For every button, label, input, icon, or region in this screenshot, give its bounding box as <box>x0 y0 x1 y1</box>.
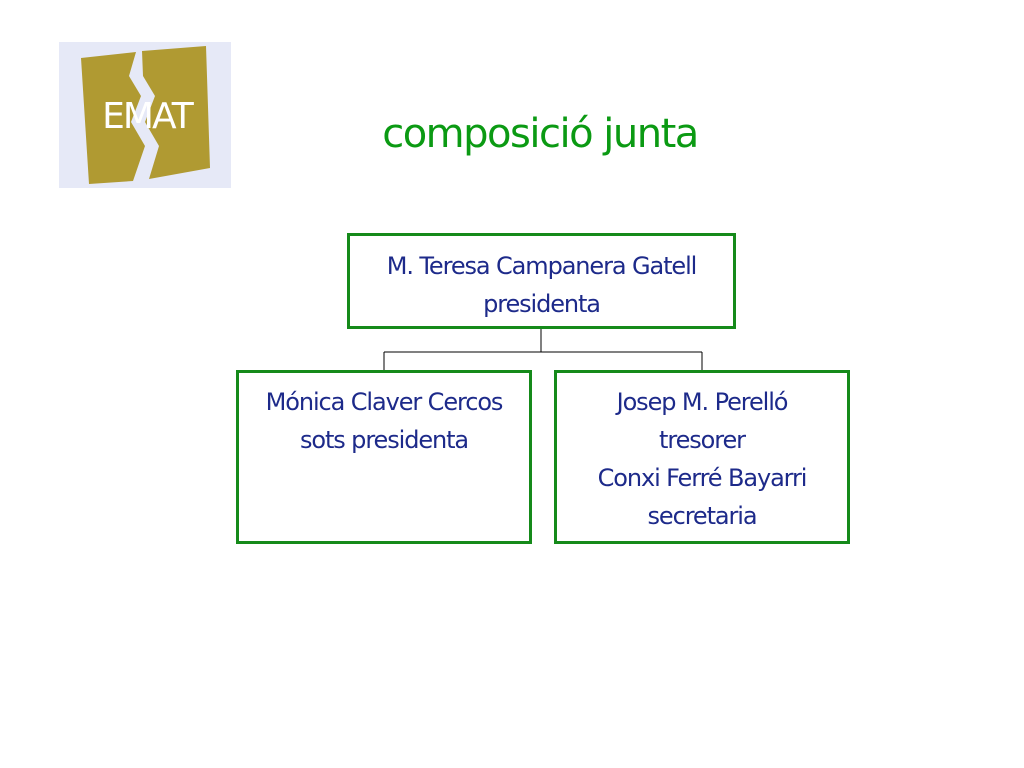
page-title: composició junta <box>382 111 699 157</box>
emat-logo: EMAT <box>59 42 231 188</box>
node-role: tresorer <box>659 426 746 454</box>
node-name: M. Teresa Campanera Gatell <box>386 252 698 280</box>
node-role: presidenta <box>483 290 601 318</box>
org-node-vice-president: Mónica Claver Cercos sots presidenta <box>236 370 532 544</box>
node-name-2: Conxi Ferré Bayarri <box>597 464 808 492</box>
org-node-president: M. Teresa Campanera Gatell presidenta <box>347 233 736 329</box>
node-role: sots presidenta <box>299 426 469 454</box>
node-name: Josep M. Perelló <box>616 388 789 416</box>
org-node-treasurer-secretary: Josep M. Perelló tresorer Conxi Ferré Ba… <box>554 370 850 544</box>
emat-logo-graphic: EMAT <box>59 42 231 188</box>
node-role-2: secretaria <box>647 502 758 530</box>
node-name: Mónica Claver Cercos <box>265 388 504 416</box>
logo-square-right <box>142 46 210 179</box>
logo-square-left <box>81 52 145 184</box>
logo-wordmark: EMAT <box>102 96 195 137</box>
